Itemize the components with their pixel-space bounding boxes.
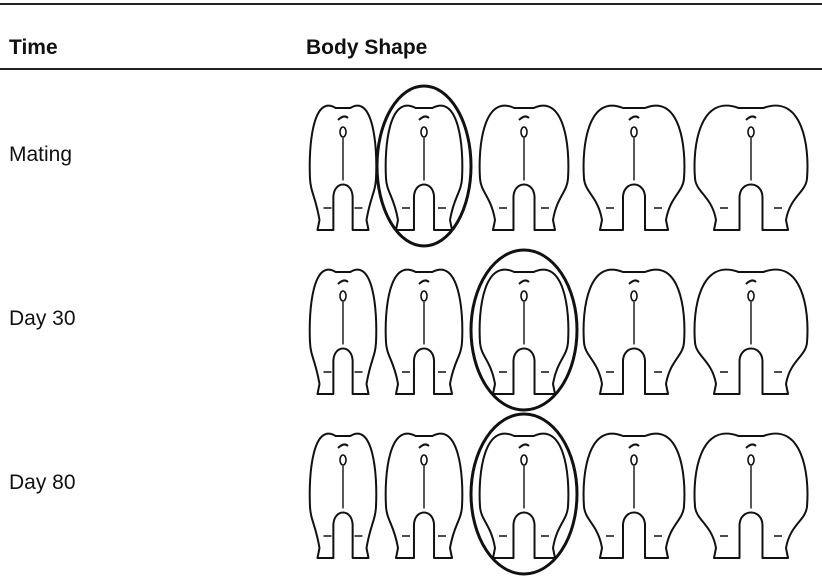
tail-mark [629, 116, 639, 120]
body-shape-3 [480, 434, 569, 558]
body-shape-1 [310, 434, 377, 558]
vulva-mark [748, 291, 754, 301]
vulva-mark [748, 455, 754, 465]
tail-mark [746, 280, 756, 284]
vulva-mark [421, 291, 427, 301]
tail-mark [419, 444, 429, 448]
tail-mark [338, 116, 348, 120]
body-shape-2 [386, 434, 463, 558]
body-shape-1 [310, 270, 377, 394]
body-shape-4 [584, 434, 685, 558]
body-shape-1 [310, 106, 377, 230]
tail-mark [519, 444, 529, 448]
body-shape-3 [480, 270, 569, 394]
body-shape-4 [584, 106, 685, 230]
body-shape-2 [386, 270, 463, 394]
vulva-mark [521, 291, 527, 301]
body-shape-5 [695, 106, 808, 230]
tail-mark [746, 116, 756, 120]
vulva-mark [521, 455, 527, 465]
body-shape-2 [386, 106, 463, 230]
tail-mark [519, 116, 529, 120]
vulva-mark [631, 291, 637, 301]
shape-row-1 [310, 86, 808, 246]
vulva-mark [340, 291, 346, 301]
tail-mark [629, 280, 639, 284]
tail-mark [629, 444, 639, 448]
vulva-mark [631, 455, 637, 465]
tail-mark [419, 280, 429, 284]
vulva-mark [521, 127, 527, 137]
vulva-mark [421, 127, 427, 137]
shape-row-3 [310, 414, 808, 574]
body-shape-5 [695, 434, 808, 558]
tail-mark [338, 280, 348, 284]
shape-row-2 [310, 250, 808, 410]
tail-mark [338, 444, 348, 448]
vulva-mark [421, 455, 427, 465]
vulva-mark [748, 127, 754, 137]
tail-mark [746, 444, 756, 448]
vulva-mark [340, 455, 346, 465]
vulva-mark [631, 127, 637, 137]
body-shape-3 [480, 106, 569, 230]
tail-mark [419, 116, 429, 120]
vulva-mark [340, 127, 346, 137]
tail-mark [519, 280, 529, 284]
body-shape-4 [584, 270, 685, 394]
body-shape-5 [695, 270, 808, 394]
